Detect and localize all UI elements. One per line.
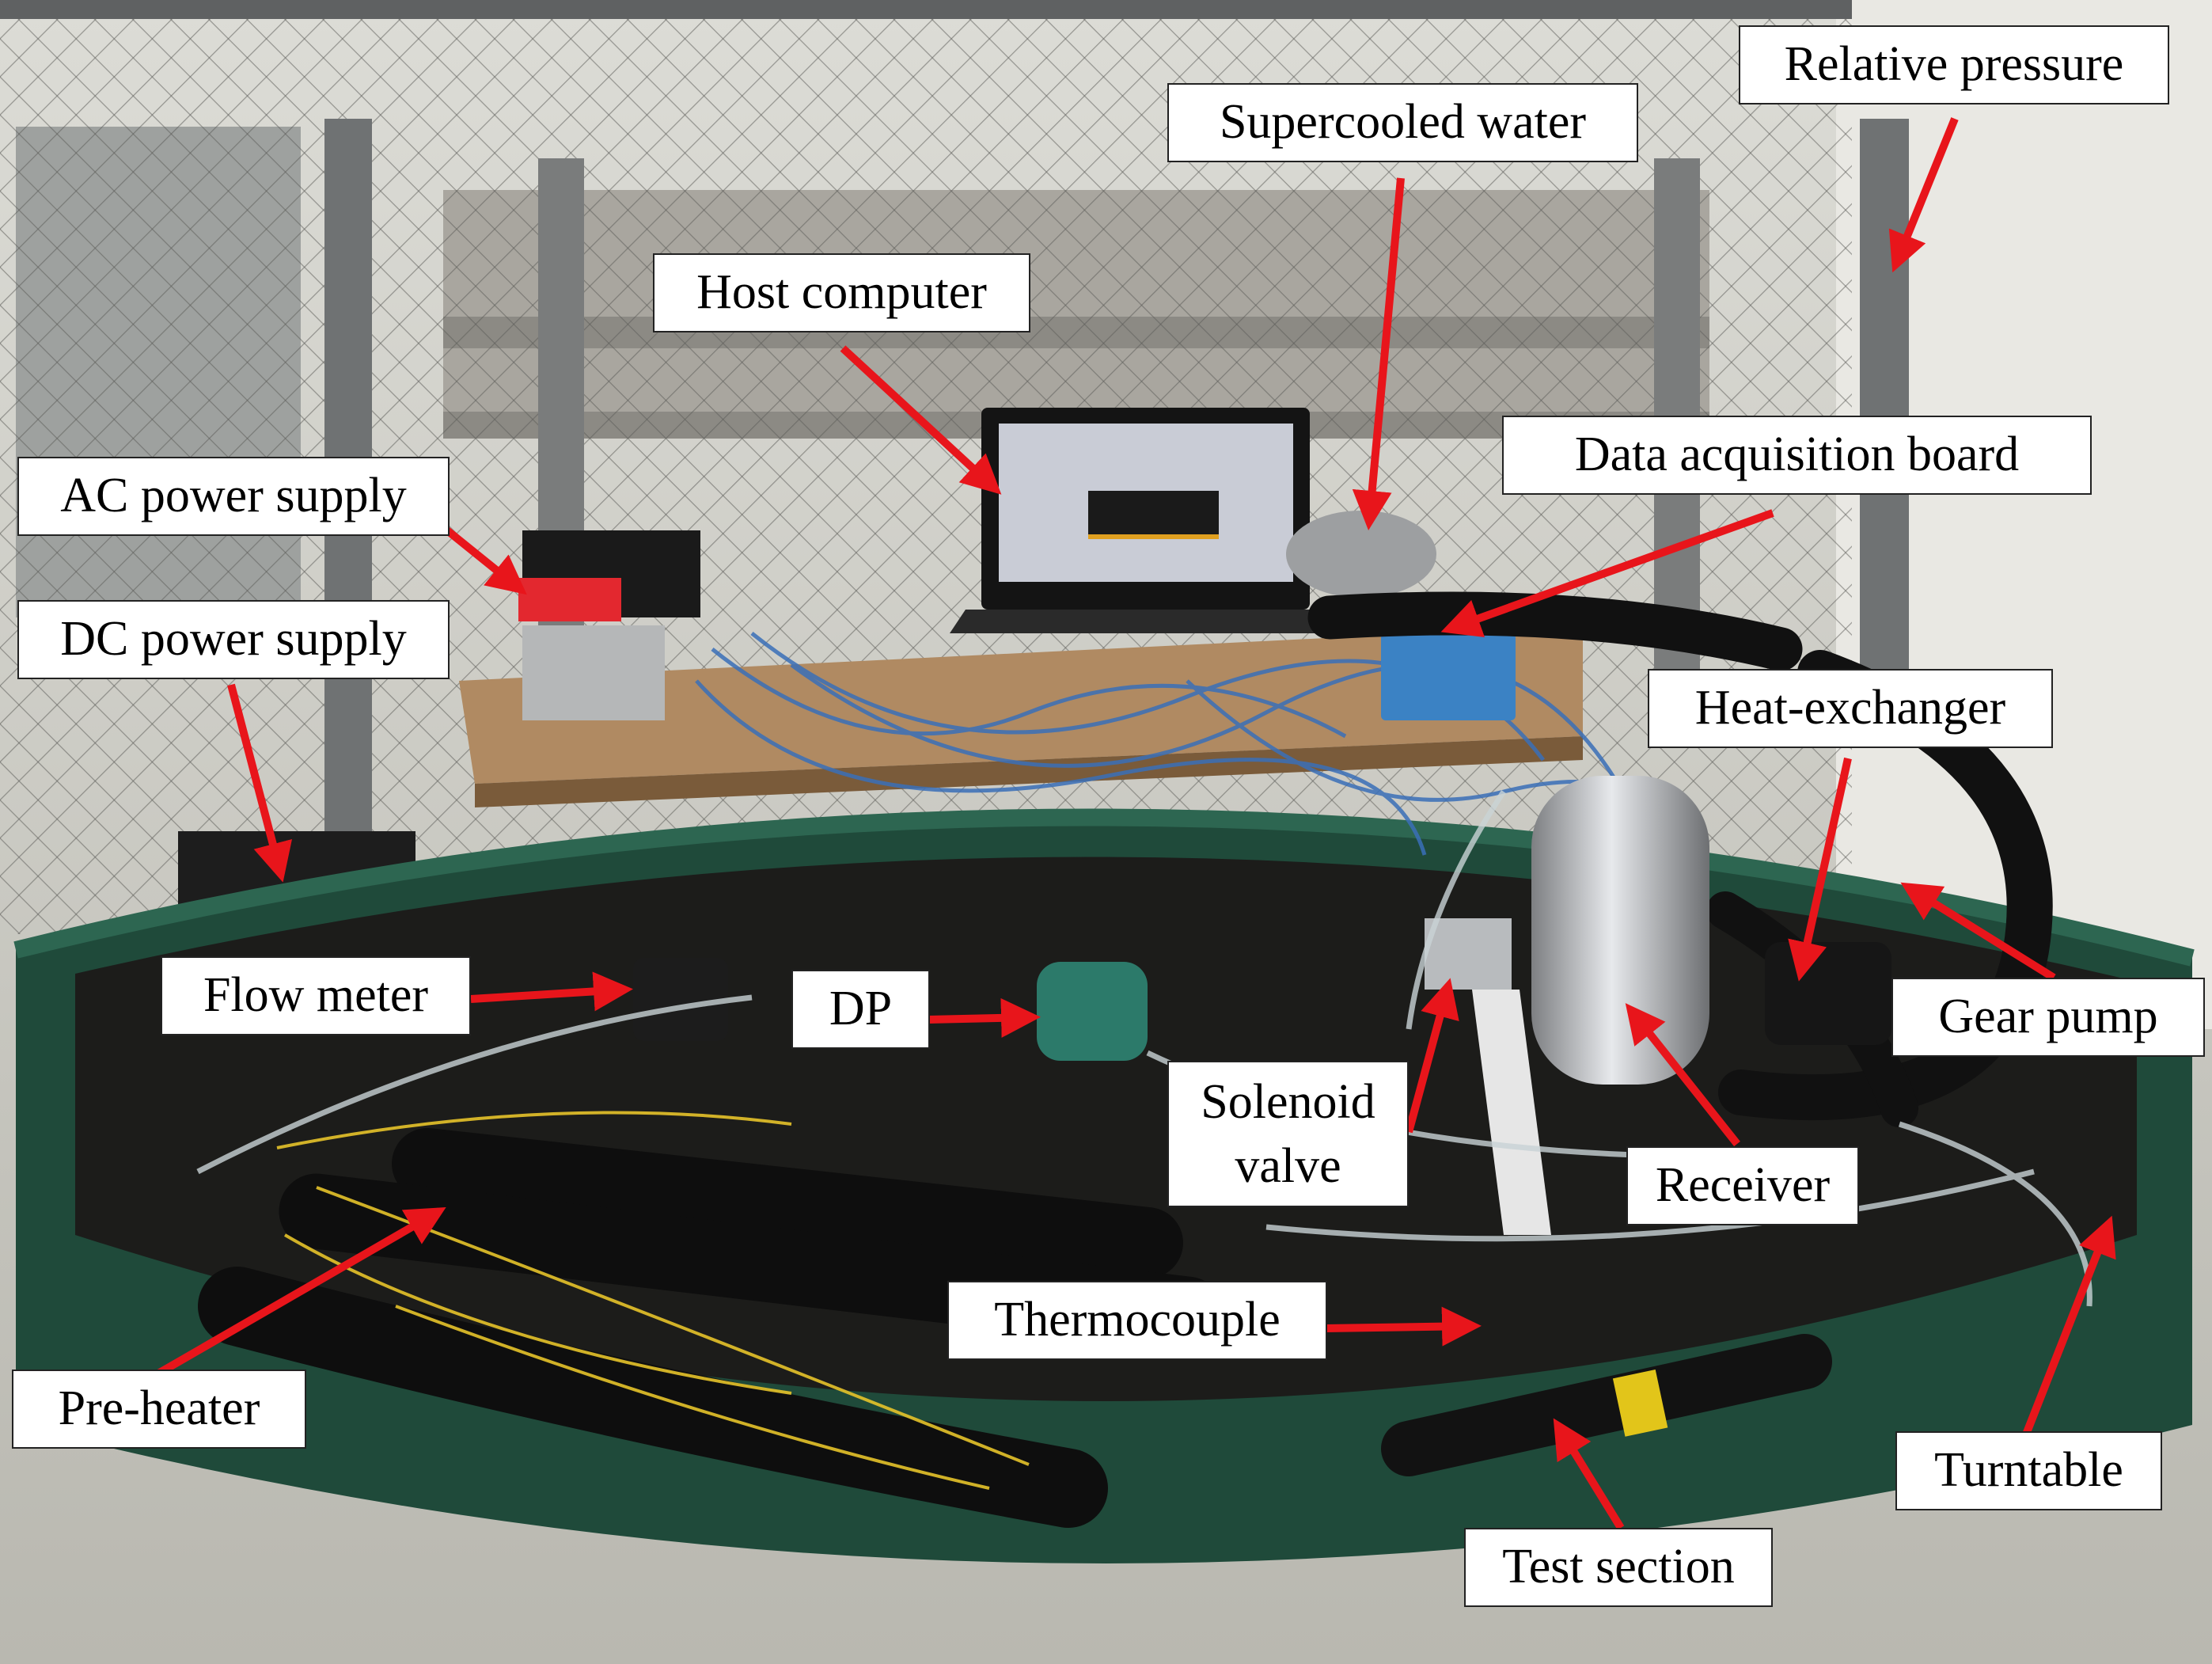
arrow-dc-power-supply <box>227 683 293 883</box>
heatsink <box>522 625 665 720</box>
supercooled-water-tank <box>1286 511 1436 598</box>
valve-stand <box>1472 990 1551 1235</box>
label-host-computer: Host computer <box>653 253 1030 332</box>
dp-transmitter <box>1037 962 1148 1061</box>
turntable-lip <box>13 808 2195 967</box>
label-text: Host computer <box>696 265 987 319</box>
label-dc-power-supply: DC power supply <box>17 600 450 679</box>
label-solenoid-valve: Solenoid valve <box>1167 1061 1409 1208</box>
label-text: Thermocouple <box>994 1293 1281 1347</box>
solenoid-valve-body <box>1425 918 1512 990</box>
label-text: DP <box>829 982 893 1035</box>
test-section-band <box>1612 1369 1668 1437</box>
label-text: Flow meter <box>203 968 429 1022</box>
label-dp: DP <box>791 970 930 1049</box>
data-acquisition-box <box>1381 633 1516 720</box>
arrow-data-acquisition-board <box>1440 509 1774 638</box>
label-data-acquisition-board: Data acquisition board <box>1502 416 2092 495</box>
screen-plot-base <box>1088 534 1219 539</box>
arrow-pre-heater <box>156 1206 446 1377</box>
label-thermocouple: Thermocouple <box>947 1281 1327 1360</box>
flow-meter-body <box>633 958 728 1041</box>
arrow-receiver <box>1625 1003 1740 1147</box>
label-test-section: Test section <box>1464 1528 1773 1607</box>
label-turntable: Turntable <box>1895 1431 2162 1510</box>
label-heat-exchanger: Heat-exchanger <box>1648 669 2053 748</box>
callout-arrows <box>156 117 2116 1530</box>
label-text: Turntable <box>1934 1443 2123 1497</box>
label-text: Relative pressure <box>1784 37 2124 91</box>
cage-frame-top <box>0 0 1852 19</box>
screen-plot <box>1088 491 1219 538</box>
workbench-edge <box>475 736 1583 807</box>
label-text-line2: valve <box>1235 1138 1341 1193</box>
label-flow-meter: Flow meter <box>161 956 471 1035</box>
label-text: DC power supply <box>60 612 407 666</box>
label-pre-heater: Pre-heater <box>12 1370 306 1449</box>
arrow-relative-pressure <box>1888 117 1959 273</box>
label-text: Receiver <box>1655 1158 1831 1212</box>
label-gear-pump: Gear pump <box>1891 978 2205 1057</box>
label-text: Supercooled water <box>1219 95 1587 149</box>
arrow-thermocouple <box>1325 1306 1482 1347</box>
label-text: Pre-heater <box>58 1381 260 1435</box>
label-text-line1: Solenoid <box>1201 1075 1375 1129</box>
arrow-solenoid-valve <box>1405 978 1459 1134</box>
label-receiver: Receiver <box>1626 1146 1859 1225</box>
label-supercooled-water: Supercooled water <box>1167 83 1638 162</box>
arrow-supercooled-water <box>1352 177 1405 530</box>
label-text: AC power supply <box>60 469 407 522</box>
ac-power-supply-block <box>518 578 621 621</box>
test-section-tube <box>1381 1334 1832 1476</box>
label-text: Data acquisition board <box>1574 427 2020 481</box>
label-ac-power-supply: AC power supply <box>17 457 450 536</box>
arrow-gear-pump <box>1900 882 2056 982</box>
label-relative-pressure: Relative pressure <box>1739 25 2169 104</box>
label-text: Test section <box>1502 1540 1735 1594</box>
arrow-dp <box>928 997 1041 1038</box>
laptop-keyboard <box>950 610 1345 633</box>
arrow-test-section <box>1553 1418 1625 1530</box>
label-text: Heat-exchanger <box>1694 681 2006 735</box>
arrow-turntable <box>2022 1215 2116 1436</box>
label-text: Gear pump <box>1938 990 2158 1043</box>
gear-pump-body <box>1765 942 1891 1045</box>
arrow-flow-meter <box>470 971 633 1012</box>
arrow-ac-power-supply <box>444 527 527 595</box>
receiver-tank <box>1531 776 1709 1085</box>
arrow-host-computer <box>840 345 1002 495</box>
arrow-heat-exchanger <box>1788 757 1852 982</box>
